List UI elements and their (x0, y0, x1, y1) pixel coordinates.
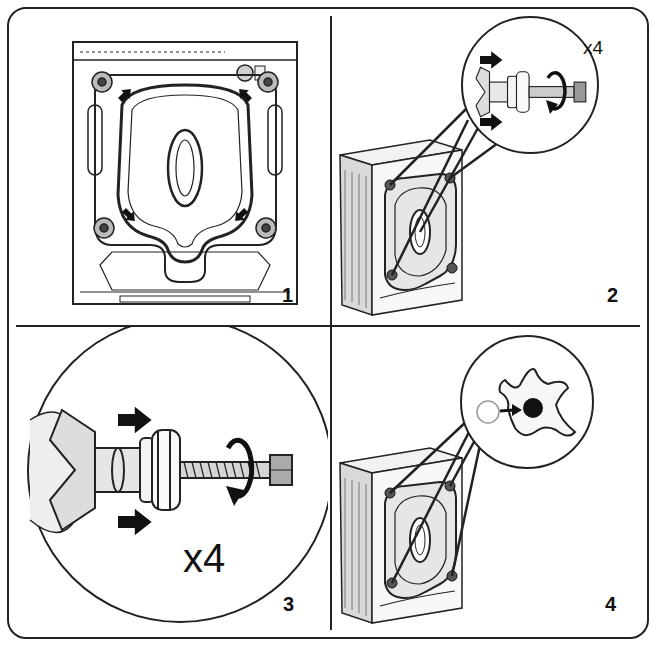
direction-arrows (116, 85, 255, 225)
divider (16, 325, 640, 327)
quantity-label: x4 (583, 38, 603, 57)
step-number: 3 (283, 594, 294, 614)
machine-perspective (340, 140, 462, 315)
divider (330, 16, 332, 630)
outer-frame (8, 8, 648, 638)
leader-lines (390, 420, 480, 583)
step-number: 4 (605, 594, 616, 614)
step-number: 1 (282, 285, 293, 305)
quantity-label: x4 (183, 538, 225, 578)
machine-perspective (340, 448, 462, 623)
machine-rear-view (73, 42, 297, 304)
zoom-circle (28, 327, 328, 622)
zoom-circle (462, 17, 598, 153)
zoom-circle (461, 336, 593, 468)
step-number: 2 (607, 285, 618, 305)
